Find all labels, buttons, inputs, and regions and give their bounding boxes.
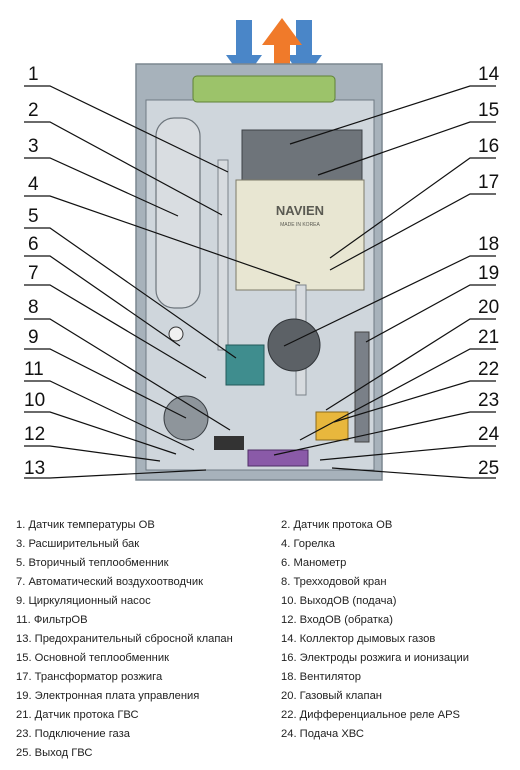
legend-item: 24. Подача ХВС	[281, 728, 364, 740]
brand-label: NAVIEN	[276, 203, 324, 218]
callout-6: 6	[28, 234, 39, 255]
legend-item: 3. Расширительный бак	[16, 538, 140, 550]
legend-item: 11. ФильтрОВ	[16, 614, 88, 626]
legend-item: 18. Вентилятор	[281, 671, 361, 683]
legend-item: 20. Газовый клапан	[281, 690, 382, 702]
callout-2: 2	[28, 100, 39, 121]
legend-item: 13. Предохранительный сбросной клапан	[16, 633, 233, 645]
callout-16: 16	[478, 136, 499, 157]
callout-5: 5	[28, 206, 39, 227]
legend-item: 2. Датчик протока ОВ	[281, 519, 393, 531]
boiler-cutaway-diagram: NAVIEN MADE IN KOREA	[24, 18, 500, 481]
pressure-gauge	[168, 326, 184, 342]
callout-14: 14	[478, 64, 500, 85]
brand-sublabel: MADE IN KOREA	[280, 222, 320, 228]
callout-12: 12	[24, 424, 45, 445]
legend-item: 12. ВходОВ (обратка)	[281, 614, 394, 626]
legend-item: 1. Датчик температуры ОВ	[16, 519, 155, 531]
legend-item: 17. Трансформатор розжига	[16, 671, 163, 683]
callout-numbers: 1 2 3 4 5 6 7 8 9 11 10 12 13 14 15 16 1…	[24, 64, 500, 479]
callout-23: 23	[478, 390, 499, 411]
callout-1: 1	[28, 64, 39, 85]
legend-item: 4. Горелка	[281, 538, 335, 550]
legend-item: 8. Трехходовой кран	[281, 576, 387, 588]
callout-17: 17	[478, 172, 499, 193]
expansion-tank	[155, 117, 201, 309]
callout-11: 11	[24, 359, 44, 380]
main-heat-exchanger	[241, 129, 363, 186]
callout-3: 3	[28, 136, 39, 157]
callout-9: 9	[28, 327, 39, 348]
control-panel	[235, 179, 365, 291]
callout-18: 18	[478, 234, 499, 255]
connection-block	[247, 449, 309, 467]
callout-13: 13	[24, 458, 45, 479]
legend-item: 7. Автоматический воздухоотводчик	[16, 576, 204, 588]
callout-19: 19	[478, 263, 499, 284]
legend-item: 23. Подключение газа	[16, 728, 130, 740]
callout-4: 4	[28, 174, 39, 195]
legend-item: 14. Коллектор дымовых газов	[281, 633, 436, 645]
callout-20: 20	[478, 297, 499, 318]
callout-15: 15	[478, 100, 499, 121]
leader-lines	[24, 85, 496, 479]
legend-item: 6. Манометр	[281, 557, 347, 569]
callout-7: 7	[28, 263, 39, 284]
legend-item: 9. Циркуляционный насос	[16, 595, 151, 607]
callout-21: 21	[478, 327, 499, 348]
legend-item: 10. ВыходОВ (подача)	[281, 595, 397, 607]
legend-item: 25. Выход ГВС	[16, 747, 93, 759]
parts-legend: 1. Датчик температуры ОВ 2. Датчик прото…	[16, 516, 516, 763]
legend-item: 16. Электроды розжига и ионизации	[281, 652, 469, 664]
fan	[267, 318, 321, 372]
secondary-heat-exchanger	[225, 344, 265, 386]
legend-item: 5. Вторичный теплообменник	[16, 557, 169, 569]
callout-22: 22	[478, 359, 499, 380]
legend-item: 22. Дифференциальное реле APS	[281, 709, 461, 721]
legend-item: 15. Основной теплообменник	[16, 652, 170, 664]
flue-collar	[192, 75, 336, 103]
legend-item: 19. Электронная плата управления	[16, 690, 200, 702]
callout-25: 25	[478, 458, 499, 479]
callout-8: 8	[28, 297, 39, 318]
callout-10: 10	[24, 390, 45, 411]
callout-24: 24	[478, 424, 500, 445]
legend-item: 21. Датчик протока ГВС	[16, 709, 139, 721]
valve-block	[214, 436, 244, 450]
